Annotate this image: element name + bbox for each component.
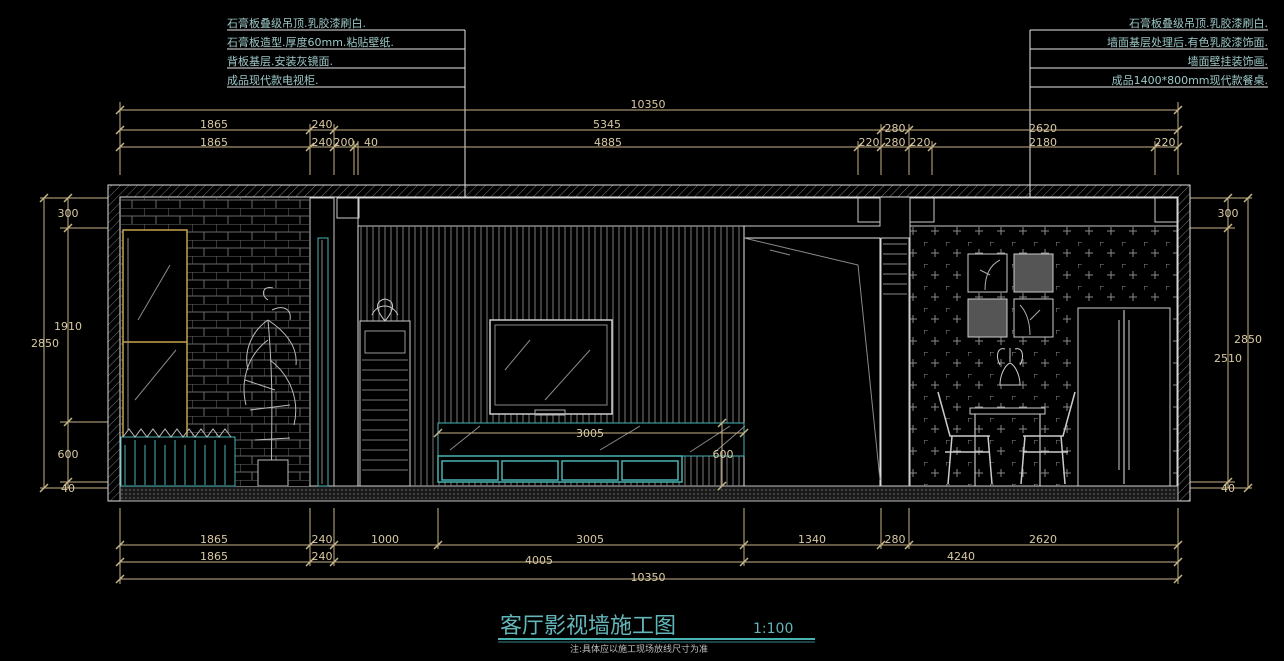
note-right-3: 墙面壁挂装饰画. — [1188, 54, 1269, 68]
note-right-2: 墙面基层处理后.有色乳胶漆饰面. — [1107, 35, 1268, 49]
bottom-dim-total: 10350 — [631, 571, 666, 584]
note-left-4: 成品现代款电视柜. — [227, 73, 319, 87]
top-dim-r3-8: 2180 — [1029, 136, 1057, 149]
dining-wall — [909, 197, 1178, 487]
note-left-3: 背板基层.安装灰镜面. — [227, 54, 333, 68]
left-dim-600: 600 — [58, 448, 79, 461]
bottom-dim-r1-1: 240 — [312, 533, 333, 546]
right-dim-40: 40 — [1221, 482, 1235, 495]
title-block: 客厅影视墙施工图 1:100 注:具体应以施工现场放线尺寸为准 — [498, 614, 815, 655]
right-dim-2850: 2850 — [1234, 333, 1262, 346]
note-left-2: 石膏板造型.厚度60mm.粘贴壁纸. — [227, 35, 394, 49]
top-dim-r2-2: 5345 — [593, 118, 621, 131]
top-dim-total: 10350 — [631, 98, 666, 111]
left-dimensions: 300 1910 2850 600 40 — [31, 193, 108, 495]
cabinet-width-dim: 3005 — [576, 427, 604, 440]
tv-wall: 3005 600 — [336, 197, 881, 491]
top-dim-r3-6: 280 — [885, 136, 906, 149]
bottom-dim-r1-6: 2620 — [1029, 533, 1057, 546]
right-dim-2510: 2510 — [1214, 352, 1242, 365]
brick-wall-section — [120, 198, 309, 487]
column-right — [880, 237, 910, 487]
bottom-dimensions: 1865 240 1000 3005 1340 280 2620 1865 24… — [115, 508, 1183, 584]
top-dimensions: 10350 1865 240 5345 280 2620 1865 240 20… — [115, 98, 1183, 175]
bottom-dim-r1-3: 3005 — [576, 533, 604, 546]
right-dim-300: 300 — [1218, 207, 1239, 220]
top-dim-r3-4: 4885 — [594, 136, 622, 149]
bottom-dim-r2-1: 240 — [312, 550, 333, 563]
top-dim-r3-5: 220 — [859, 136, 880, 149]
top-dim-r2-1: 240 — [312, 118, 333, 131]
cabinet-height-dim: 600 — [713, 448, 734, 461]
drawing-title: 客厅影视墙施工图 — [500, 614, 676, 639]
bottom-dim-r1-0: 1865 — [200, 533, 228, 546]
notes-right: 石膏板叠级吊顶.乳胶漆刷白. 墙面基层处理后.有色乳胶漆饰面. 墙面壁挂装饰画.… — [1027, 16, 1269, 413]
bottom-dim-r1-4: 1340 — [798, 533, 826, 546]
top-dim-r3-1: 240 — [312, 136, 333, 149]
note-left-1: 石膏板叠级吊顶.乳胶漆刷白. — [227, 16, 366, 30]
top-dim-r3-2: 200 — [334, 136, 355, 149]
top-dim-r3-7: 220 — [910, 136, 931, 149]
left-dim-2850: 2850 — [31, 337, 59, 350]
column-trim — [309, 197, 335, 487]
left-dim-40: 40 — [61, 482, 75, 495]
top-dim-r2-4: 2620 — [1029, 122, 1057, 135]
left-dim-300: 300 — [58, 207, 79, 220]
top-dim-r3-0: 1865 — [200, 136, 228, 149]
bottom-dim-r2-2: 4005 — [525, 554, 553, 567]
bottom-dim-r2-3: 4240 — [947, 550, 975, 563]
bottom-dim-r1-5: 280 — [885, 533, 906, 546]
top-dim-r2-3: 280 — [885, 122, 906, 135]
bottom-dim-r2-0: 1865 — [200, 550, 228, 563]
bottom-dim-r1-2: 1000 — [371, 533, 399, 546]
top-dim-r3-3: 40 — [364, 136, 378, 149]
right-dimensions: 300 2850 2510 40 — [1190, 193, 1262, 495]
drawing-footnote: 注:具体应以施工现场放线尺寸为准 — [570, 643, 708, 655]
top-dim-r3-9: 220 — [1155, 136, 1176, 149]
drawing-scale: 1:100 — [753, 621, 793, 637]
top-dim-r2-0: 1865 — [200, 118, 228, 131]
note-right-1: 石膏板叠级吊顶.乳胶漆刷白. — [1129, 16, 1268, 30]
left-dim-1910: 1910 — [54, 320, 82, 333]
note-right-4: 成品1400*800mm现代款餐桌. — [1112, 73, 1268, 87]
